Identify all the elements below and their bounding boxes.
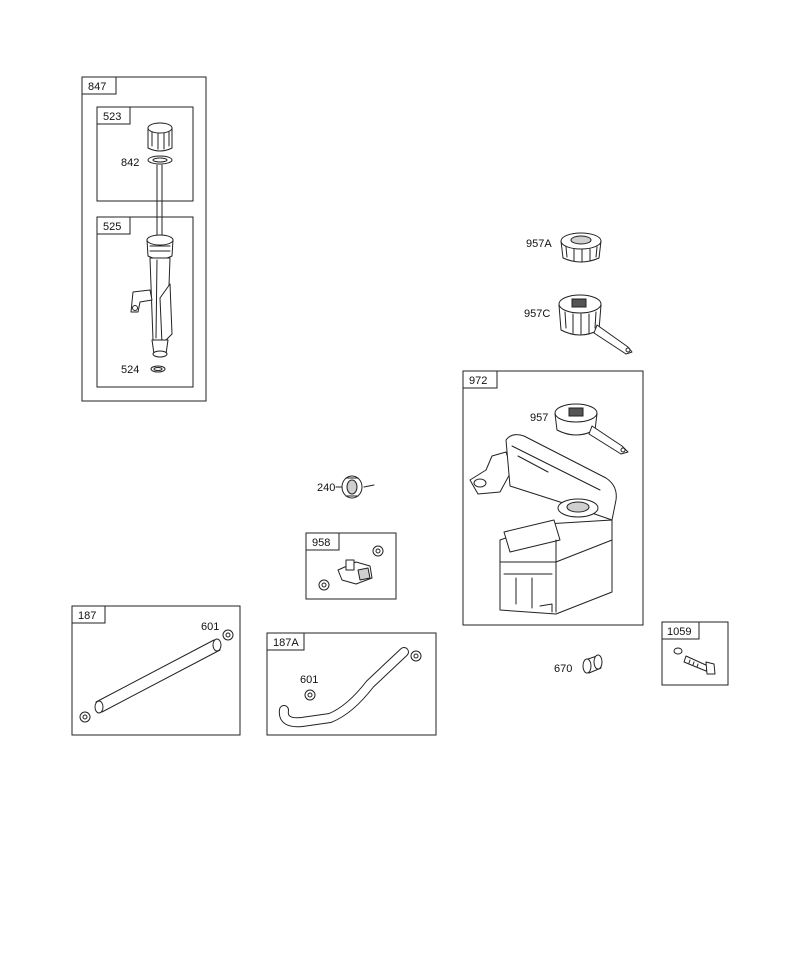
dipstick-part xyxy=(130,122,174,373)
label-972: 972 xyxy=(469,375,487,387)
box-847: 847 xyxy=(81,76,207,402)
shutoff-valve-part xyxy=(318,545,384,591)
fuel-tank-part xyxy=(469,434,617,615)
label-847: 847 xyxy=(88,81,106,93)
box-958: 958 xyxy=(305,532,397,600)
label-525: 525 xyxy=(103,221,121,233)
label-958: 958 xyxy=(312,537,330,549)
callout-524: 524 xyxy=(121,364,139,376)
bolt-part xyxy=(673,647,716,675)
fuel-line-187a xyxy=(278,647,422,728)
callout-601-b: 601 xyxy=(300,674,318,686)
fuel-cap-957a xyxy=(560,232,602,263)
box-1059: 1059 xyxy=(661,621,729,686)
bushing-670 xyxy=(582,654,603,674)
fuel-cap-957 xyxy=(554,403,629,455)
callout-957: 957 xyxy=(530,412,548,424)
callout-601-a: 601 xyxy=(201,621,219,633)
callout-957c: 957C xyxy=(524,308,550,320)
callout-240: 240 xyxy=(317,482,335,494)
callout-957a: 957A xyxy=(526,238,552,250)
label-187a: 187A xyxy=(273,637,299,649)
box-523: 523 xyxy=(96,106,194,202)
box-187a: 187A xyxy=(266,632,437,736)
callout-670: 670 xyxy=(554,663,572,675)
box-972: 972 xyxy=(462,370,644,626)
label-1059: 1059 xyxy=(667,626,691,638)
callout-842: 842 xyxy=(121,157,139,169)
box-525: 525 xyxy=(96,216,194,388)
box-187: 187 xyxy=(71,605,241,736)
label-523: 523 xyxy=(103,111,121,123)
fuel-line-187 xyxy=(79,629,234,723)
fuel-filter-240 xyxy=(335,475,375,499)
fuel-cap-957c xyxy=(558,294,633,355)
label-187: 187 xyxy=(78,610,96,622)
